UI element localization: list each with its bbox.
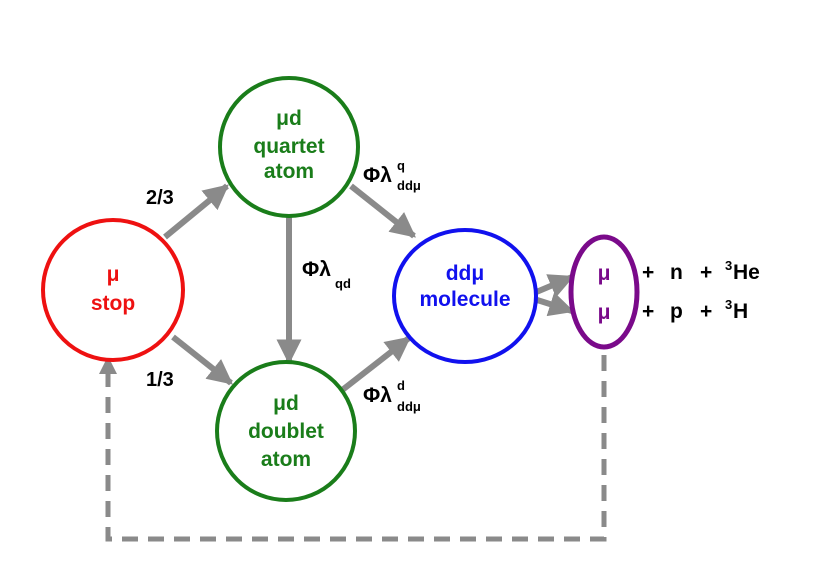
- arrow-molecule-to-product-upper: [532, 274, 575, 298]
- rate-qd-subscript: qd: [335, 276, 351, 291]
- rate-d-superscript: d: [397, 378, 405, 393]
- channel-p-tritium: + p + 3 H: [642, 297, 748, 323]
- node-products: [568, 234, 640, 350]
- fraction-quartet-label: 2/3: [146, 187, 174, 209]
- channel2-plus2: +: [700, 300, 712, 323]
- stop-label-stop: stop: [91, 292, 135, 315]
- channel2-proton: p: [670, 300, 683, 323]
- channel1-nucleus: He: [733, 261, 760, 284]
- fraction-doublet-label: 1/3: [146, 369, 174, 391]
- product-label-lower: μ: [598, 301, 611, 324]
- arrow-stop-to-quartet: [163, 183, 229, 240]
- channel2-nucleus: H: [733, 300, 748, 323]
- rate-q-superscript: q: [397, 158, 405, 173]
- molecule-label-line1: ddμ: [446, 262, 485, 285]
- channel1-plus1: +: [642, 261, 654, 284]
- arrow-doublet-to-molecule: [339, 335, 411, 394]
- rate-quartet-to-doublet-label: Φλ qd: [302, 258, 351, 291]
- molecule-label-line2: molecule: [419, 288, 510, 311]
- rate-quartet-to-molecule-label: Φλ q ddμ: [363, 158, 421, 193]
- rate-q-subscript: ddμ: [397, 178, 421, 193]
- node-muon-stop: [41, 218, 185, 362]
- rate-qd-symbol: Φλ: [302, 258, 331, 281]
- channel2-plus1: +: [642, 300, 654, 323]
- rate-q-symbol: Φλ: [363, 164, 392, 187]
- quartet-label-line3: atom: [264, 160, 314, 183]
- quartet-label-line1: μd: [276, 107, 302, 130]
- channel1-plus2: +: [700, 261, 712, 284]
- node-doublet-atom: [215, 360, 357, 502]
- recycle-arrowhead: [99, 356, 117, 374]
- doublet-label-line2: doublet: [248, 420, 324, 443]
- arrow-quartet-to-molecule: [349, 183, 416, 239]
- node-ddmu-molecule: [392, 228, 538, 364]
- arrow-stop-to-doublet: [171, 334, 233, 386]
- channel2-mass-number: 3: [725, 297, 732, 312]
- channel1-mass-number: 3: [725, 258, 732, 273]
- rate-d-subscript: ddμ: [397, 399, 421, 414]
- rate-d-symbol: Φλ: [363, 384, 392, 407]
- quartet-label-line2: quartet: [253, 135, 324, 158]
- arrow-molecule-to-product-lower: [533, 292, 575, 317]
- node-quartet-atom: [218, 76, 360, 218]
- rate-doublet-to-molecule-label: Φλ d ddμ: [363, 378, 421, 414]
- doublet-label-line3: atom: [261, 448, 311, 471]
- stop-label-mu: μ: [107, 263, 120, 286]
- channel-n-helium3: + n + 3 He: [642, 258, 760, 284]
- channel1-neutron: n: [670, 261, 683, 284]
- product-label-upper: μ: [598, 262, 611, 285]
- doublet-label-line1: μd: [273, 392, 299, 415]
- recycle-dashed-path: [105, 355, 607, 542]
